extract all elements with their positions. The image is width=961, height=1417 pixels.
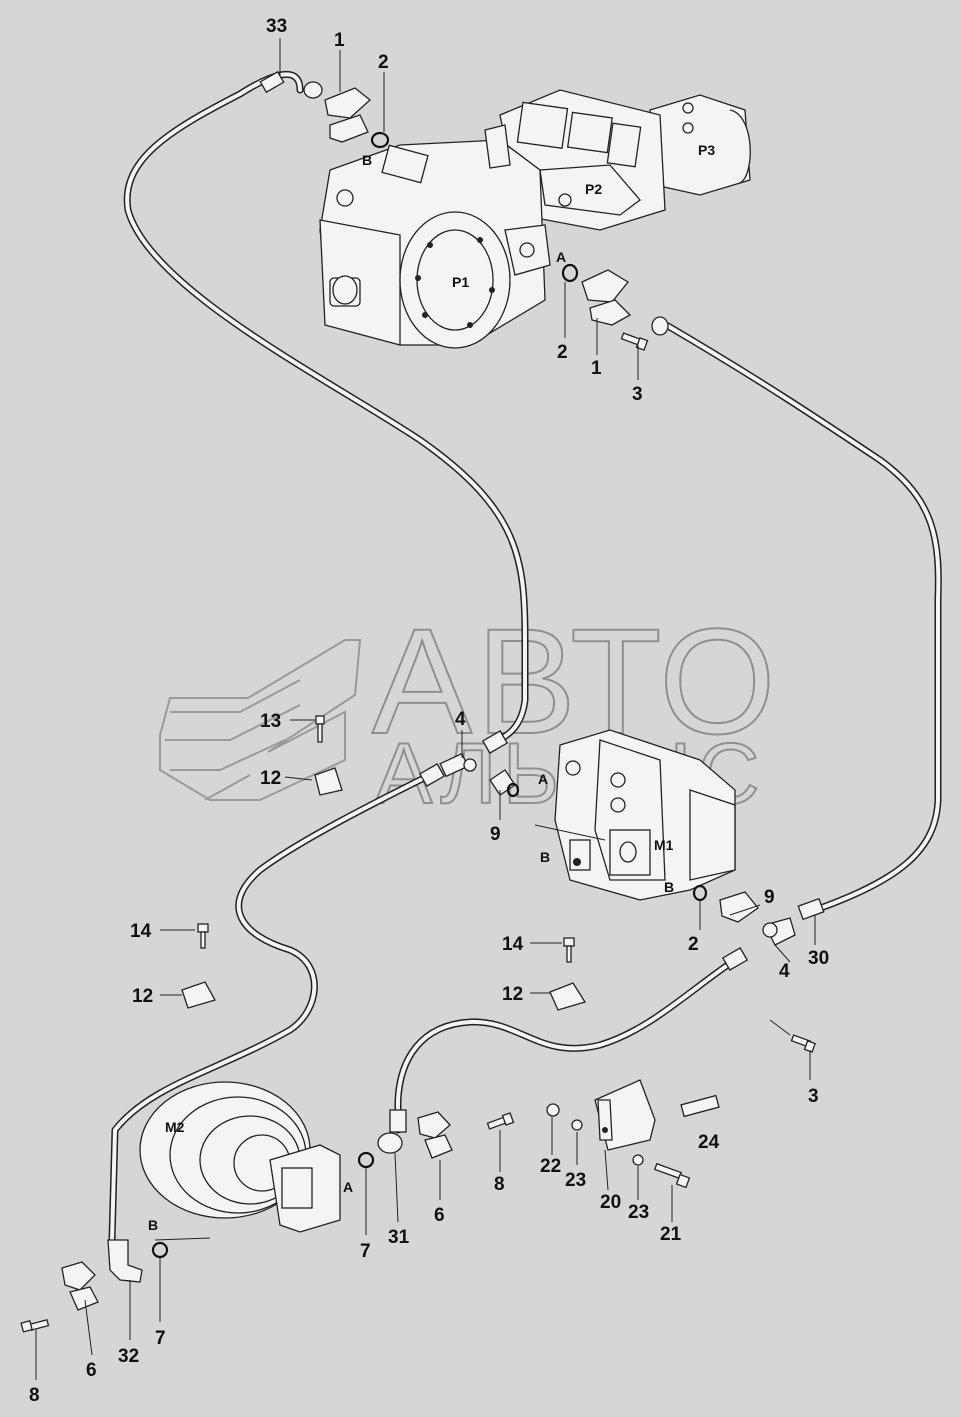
callout-1-top: 1: [334, 30, 345, 51]
bolt-14-mid: [563, 937, 575, 963]
flange-9-right: [719, 891, 759, 923]
port-a-m2: A: [343, 1179, 353, 1195]
hose-30: [664, 322, 942, 921]
flange-1-mid: [581, 269, 632, 326]
bolt-3-mid: [620, 332, 649, 351]
callout-12-upper: 12: [260, 768, 281, 789]
label-m1: M1: [654, 837, 674, 853]
callout-2-m1: 2: [688, 934, 699, 955]
pump-assembly: [303, 81, 751, 351]
motor-m1: [534, 729, 736, 901]
callout-22: 22: [540, 1156, 561, 1177]
callout-14-left: 14: [130, 921, 152, 942]
callout-8-low: 8: [29, 1385, 40, 1406]
elbow-32: [107, 1239, 143, 1283]
callout-1-mid: 1: [591, 358, 602, 379]
pump-p1: [319, 124, 551, 349]
callout-9-left: 9: [490, 824, 501, 845]
seal-30: [651, 316, 669, 336]
watermark-logo: [159, 639, 362, 801]
seal-33: [303, 81, 323, 99]
motor-m2: [139, 1081, 341, 1241]
port-b-pump: B: [362, 152, 372, 168]
clamp-12-upper: [314, 767, 343, 796]
port-b-m1-right: B: [664, 879, 674, 895]
clamp-12-left: [181, 981, 216, 1009]
washer-23-a: [571, 1119, 583, 1131]
hose-31: [389, 947, 749, 1134]
callout-8-mid: 8: [494, 1174, 505, 1195]
callout-31: 31: [388, 1227, 410, 1248]
callout-24: 24: [698, 1132, 720, 1153]
fitting-4-left: [439, 752, 477, 778]
watermark-line1: АВТО: [372, 597, 780, 765]
bolt-14-left: [197, 923, 209, 949]
port-a-m1: A: [538, 771, 548, 787]
oring-7-low: [151, 1241, 169, 1259]
port-b-m2: B: [148, 1217, 158, 1233]
bolt-21: [653, 1162, 691, 1189]
callout-30: 30: [808, 948, 829, 969]
callout-23-a: 23: [565, 1170, 586, 1191]
fitting-4-right: [762, 917, 796, 946]
pump-p3: [649, 94, 751, 196]
callout-2-top: 2: [378, 52, 389, 73]
nut-22: [546, 1103, 560, 1117]
port-b-m1-left: B: [540, 849, 550, 865]
callout-21: 21: [660, 1224, 682, 1245]
callout-12-mid: 12: [502, 984, 523, 1005]
hose-33: [123, 70, 529, 754]
oring-2-m1: [692, 884, 708, 902]
callout-7-low: 7: [155, 1328, 166, 1349]
callout-14-mid: 14: [502, 934, 524, 955]
callout-32: 32: [118, 1346, 139, 1367]
callout-7-mid: 7: [360, 1241, 371, 1262]
bolt-13: [315, 715, 325, 743]
callout-6-mid: 6: [434, 1205, 445, 1226]
callout-4-right: 4: [779, 961, 790, 982]
block-24: [680, 1094, 720, 1118]
label-m2: M2: [165, 1119, 185, 1135]
label-p2: P2: [585, 181, 602, 197]
flange-6-mid: [417, 1111, 453, 1159]
oring-m1-a: [506, 782, 520, 798]
callout-numbers: 33 1 2 2 1 3 13 12 4 9 9 2 4 30 14 12 14…: [29, 16, 829, 1406]
bolt-8-low: [20, 1318, 50, 1333]
callout-2-mid: 2: [557, 342, 568, 363]
callout-20: 20: [600, 1192, 621, 1213]
label-p3: P3: [698, 142, 715, 158]
seal-31: [377, 1132, 403, 1154]
hoses: [108, 70, 942, 1244]
port-a-pump: A: [556, 249, 566, 265]
callout-13: 13: [260, 711, 281, 732]
bracket-20: [594, 1079, 656, 1151]
unit-labels: P1 P2 P3 M1 M2: [165, 142, 715, 1135]
callout-23-b: 23: [628, 1202, 649, 1223]
flange-1-top: [324, 87, 372, 143]
callout-4-left: 4: [455, 709, 466, 730]
hose-32: [108, 763, 446, 1244]
callout-3-mid: 3: [632, 384, 643, 405]
callout-9-right: 9: [764, 887, 775, 908]
oring-2-top: [370, 131, 390, 149]
callout-33: 33: [266, 16, 287, 37]
callout-3-low: 3: [808, 1086, 819, 1107]
leader-lines: [35, 38, 816, 1380]
bolt-3-low: [790, 1034, 816, 1053]
oring-2-mid: [561, 263, 579, 283]
clamp-12-mid: [549, 982, 587, 1011]
callout-6-low: 6: [86, 1360, 97, 1381]
port-labels: A B A B B A B: [148, 152, 674, 1233]
bolt-8-mid: [486, 1112, 515, 1130]
oring-7-mid: [357, 1151, 375, 1169]
callout-12-left: 12: [132, 986, 153, 1007]
washer-23-b: [632, 1154, 644, 1166]
label-p1: P1: [452, 274, 469, 290]
flange-6-low: [61, 1261, 99, 1311]
